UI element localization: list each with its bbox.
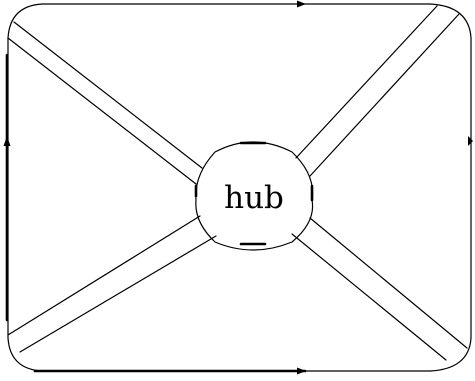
spoke-bottom-right-inner-rail — [291, 233, 447, 361]
hub-boundary — [195, 141, 314, 251]
spoke-top-right-outer-rail — [295, 5, 438, 159]
outer-corner-top-left — [7, 3, 43, 39]
spoke-bottom-left-inner-rail — [19, 235, 217, 353]
hub-label: hub — [224, 180, 284, 216]
bottom-edge-arrow-icon — [297, 367, 306, 375]
spoke-top-right-inner-rail — [309, 13, 460, 177]
outer-corner-bottom-right — [429, 337, 472, 372]
left-edge-arrow-icon — [3, 136, 11, 146]
top-edge-arrow-icon — [297, 0, 306, 8]
spoke-top-left-inner-rail — [7, 37, 197, 185]
right-edge-arrow-icon — [468, 136, 473, 146]
spoke-bottom-left-outer-rail — [7, 215, 201, 336]
spoke-bottom-right-outer-rail — [309, 217, 468, 349]
outer-corner-top-right — [429, 3, 472, 39]
spoke-top-left-outer-rail — [13, 21, 203, 169]
outer-corner-bottom-left — [7, 337, 43, 372]
